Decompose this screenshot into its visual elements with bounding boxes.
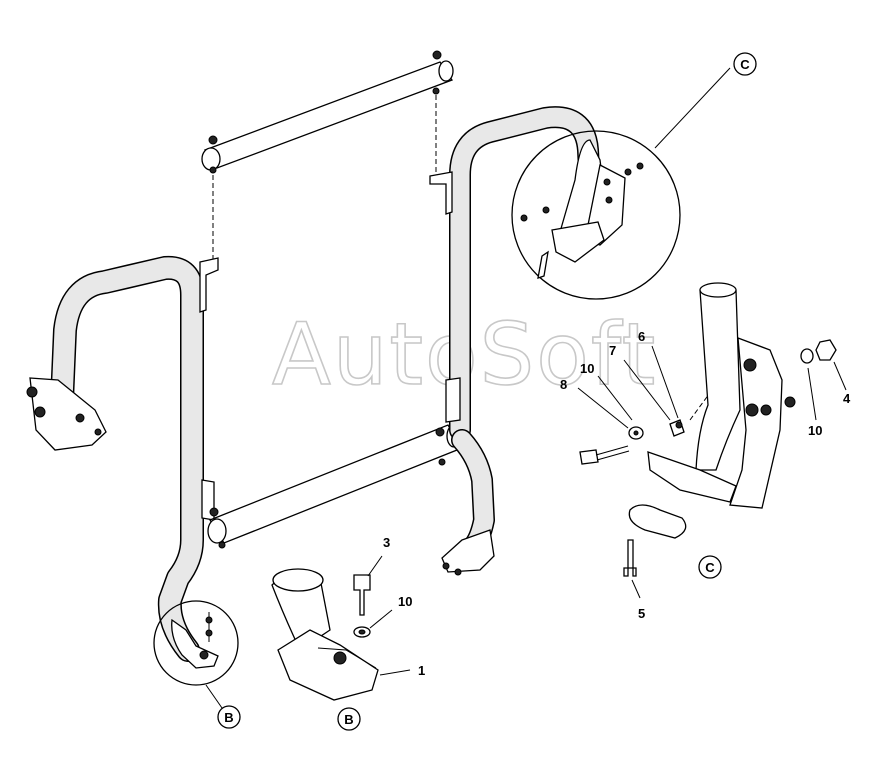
svg-text:B: B: [224, 710, 233, 725]
right-frame-tube: [429, 106, 601, 576]
detail-circle-c: [511, 67, 731, 300]
callout-4: 4: [843, 391, 851, 406]
callout-10-c: 10: [580, 361, 594, 376]
assembly-lines: [212, 95, 713, 421]
callout-10-d: 10: [808, 423, 822, 438]
callout-8: 8: [560, 377, 567, 392]
detail-letter-b-circle: B: [217, 705, 241, 729]
detail-letter-b-detail: B: [337, 707, 361, 731]
callout-7: 7: [609, 343, 616, 358]
detail-c-assembly: [577, 282, 847, 599]
top-cross-bar: [201, 50, 454, 174]
callout-3: 3: [383, 535, 390, 550]
callout-10-b: 10: [398, 594, 412, 609]
callout-5: 5: [638, 606, 645, 621]
detail-letter-c-bottom: C: [698, 555, 722, 579]
detail-circle-b: [153, 600, 239, 709]
callout-6: 6: [638, 329, 645, 344]
callout-labels: 3 10 1 6 7 10 8 4 10 5: [383, 329, 851, 678]
detail-b-assembly: [271, 555, 411, 701]
svg-text:B: B: [344, 712, 353, 727]
detail-letter-c-top: C: [733, 52, 757, 76]
svg-text:C: C: [740, 57, 750, 72]
bottom-cross-bar: [207, 424, 463, 549]
svg-text:C: C: [705, 560, 715, 575]
left-frame-tube: [26, 255, 219, 662]
callout-1: 1: [418, 663, 425, 678]
